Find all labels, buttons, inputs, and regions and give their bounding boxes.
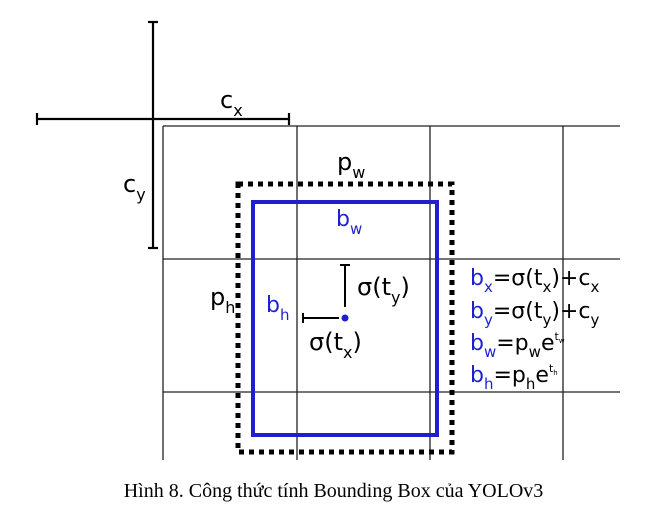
- bw-label: bw: [336, 207, 362, 238]
- predicted-box: [251, 200, 439, 437]
- prior-box: [235, 181, 455, 455]
- sigma-ty-label: σ(ty): [357, 273, 410, 307]
- figure-caption: Hình 8. Công thức tính Bounding Box của …: [123, 480, 544, 502]
- bh-label: bh: [266, 293, 289, 324]
- equation-bh: bh=pheth: [470, 362, 558, 393]
- sigma-tx-bracket: [302, 313, 339, 323]
- cy-label: cy: [123, 170, 146, 204]
- sigma-tx-label: σ(tx): [309, 328, 362, 362]
- offset-markers: [35, 20, 291, 250]
- cx-label: cx: [220, 86, 243, 120]
- equations: bx=σ(tx)+cx by=σ(ty)+cy bw=pwetw bh=phet…: [470, 266, 599, 393]
- center-point: [341, 314, 349, 322]
- equation-bx: bx=σ(tx)+cx: [470, 266, 599, 296]
- equation-bw: bw=pwetw: [470, 330, 565, 361]
- pw-label: pw: [337, 148, 365, 182]
- equation-by: by=σ(ty)+cy: [470, 299, 599, 329]
- sigma-ty-bracket: [340, 264, 350, 307]
- ph-label: ph: [210, 283, 235, 317]
